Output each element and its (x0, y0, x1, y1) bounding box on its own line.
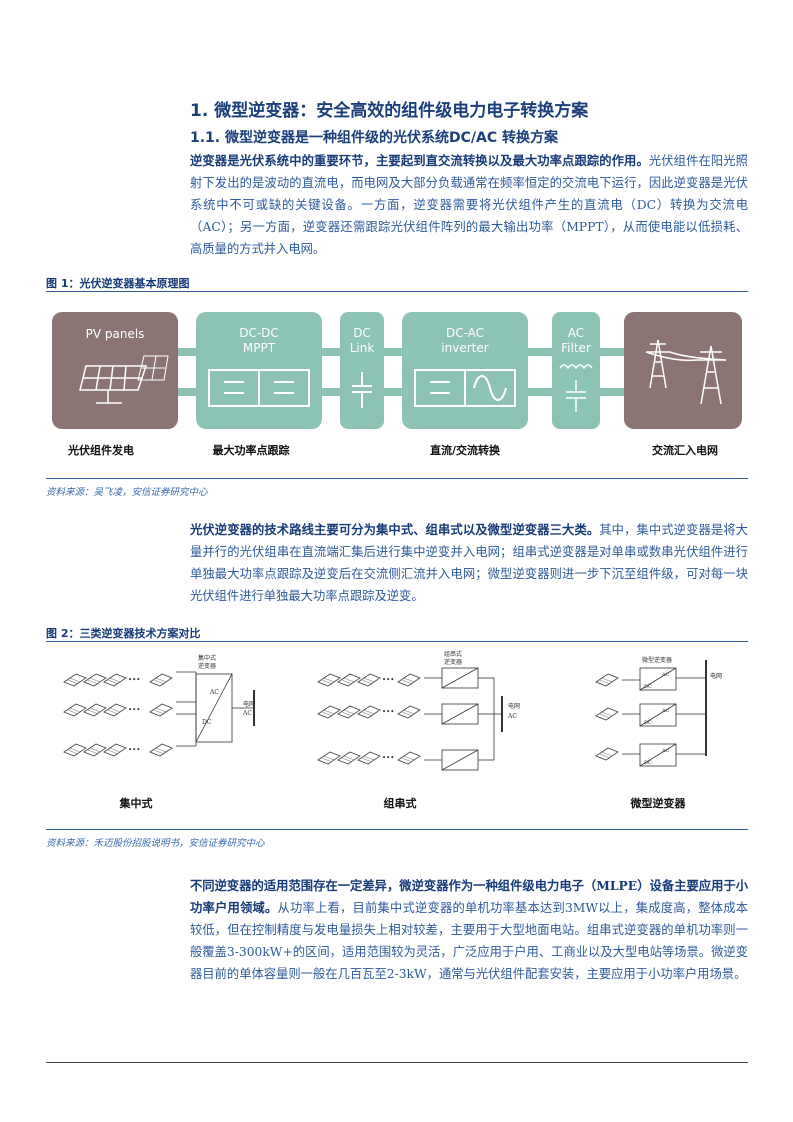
central-grid: 电网 (243, 700, 255, 708)
dcac-label: DC-AC (446, 326, 484, 340)
paragraph-1: 逆变器是光伏系统中的重要环节，主要起到直交流转换以及最大功率点跟踪的作用。光伏组… (190, 150, 748, 260)
dcdc-converter-icon (208, 369, 310, 407)
mppt-label: MPPT (243, 341, 276, 355)
figure-1-top-rule (46, 291, 748, 292)
string-dots-1: ••• (382, 676, 394, 684)
string-label-2: 逆变器 (444, 658, 462, 666)
paragraph-1-bold: 逆变器是光伏系统中的重要环节，主要起到直交流转换以及最大功率点跟踪的作用。 (190, 153, 649, 168)
figure-1-caption-mppt: 最大功率点跟踪 (212, 444, 290, 457)
figure-2-caption-string: 组串式 (383, 797, 417, 810)
paragraph-2-text: 其中，集中式逆变器是将大量并行的光伏组串在直流端汇集后进行集中逆变并入电网；组串… (190, 523, 748, 603)
micro-label: 微型逆变器 (642, 656, 672, 664)
figure-2-source: 资料来源：禾迈股份招股说明书，安信证券研究中心 (46, 838, 265, 849)
string-grid-ac: AC (507, 713, 517, 720)
panel-row-1 (63, 673, 173, 687)
figure-1-caption-grid: 交流汇入电网 (652, 444, 718, 457)
central-dots-2: ••• (128, 706, 140, 714)
figure-2-diagram: 集中式 逆变器 AC DC 电网 AC ••• ••• ••• 组串式 逆变器 … (63, 650, 722, 771)
figure-1-caption-pv: 光伏组件发电 (68, 444, 134, 457)
micro-panels (595, 673, 619, 761)
solar-panel-icon (79, 355, 169, 404)
power-tower-icon (645, 339, 727, 405)
figure-2-caption-central: 集中式 (119, 797, 153, 810)
grid-block (624, 312, 742, 429)
figure-1-diagram: PV panels DC-DC MPPT DC Link DC-AC inver… (52, 312, 742, 429)
figure-2-caption-micro: 微型逆变器 (630, 797, 686, 810)
figure-2-top-rule (46, 641, 748, 642)
paragraph-2: 光伏逆变器的技术路线主要可分为集中式、组串式以及微型逆变器三大类。其中，集中式逆… (190, 519, 748, 607)
paragraph-1-text: 光伏组件在阳光照射下发出的是波动的直流电，而电网及大部分负载通常在频率恒定的交流… (190, 154, 748, 256)
inverter-icon (414, 369, 516, 407)
central-label-2: 逆变器 (198, 662, 216, 670)
inverter-label: inverter (441, 341, 488, 355)
panel-row-2 (63, 703, 173, 717)
central-ac: AC (209, 689, 219, 696)
ac-filter-label-1: AC (568, 326, 584, 340)
pv-panels-block (52, 312, 178, 429)
paragraph-3-bold: 不同逆变器的适用范围存在一定差异，微逆变器作为一种组件级电力电子（MLPE）设备… (190, 878, 748, 915)
string-label-1: 组串式 (444, 650, 462, 658)
dc-link-label-2: Link (350, 341, 375, 355)
ac-filter-block (552, 312, 600, 429)
central-dots-3: ••• (128, 746, 140, 754)
figure-2-title: 图 2：三类逆变器技术方案对比 (46, 627, 201, 640)
pv-panels-label: PV panels (86, 327, 145, 341)
ac-filter-label-2: Filter (561, 341, 591, 355)
dcdc-label: DC-DC (239, 326, 279, 340)
central-inverter-diagram (63, 671, 255, 757)
string-dots-2: ••• (382, 708, 394, 716)
string-panels (317, 673, 421, 765)
micro-inverter-diagram (595, 660, 707, 767)
micro-grid: 电网 (710, 672, 722, 680)
figure-1-source: 资料来源：吴飞凌，安信证券研究中心 (46, 487, 208, 498)
dc-link-label-1: DC (353, 326, 371, 340)
footer-rule (46, 1062, 748, 1063)
micro-ac-3: AC (661, 748, 670, 754)
paragraph-2-bold: 光伏逆变器的技术路线主要可分为集中式、组串式以及微型逆变器三大类。 (190, 522, 600, 537)
capacitor-icon (352, 372, 372, 408)
micro-ac-2: AC (661, 708, 670, 714)
central-label-1: 集中式 (198, 654, 216, 662)
heading-1: 1. 微型逆变器：安全高效的组件级电力电子转换方案 (190, 101, 589, 121)
figure-1-bottom-rule (46, 478, 748, 479)
micro-dc-3: DC (644, 760, 652, 766)
inductor-capacitor-icon (559, 364, 593, 412)
central-dots-1: ••• (128, 676, 140, 684)
paragraph-3: 不同逆变器的适用范围存在一定差异，微逆变器作为一种组件级电力电子（MLPE）设备… (190, 875, 748, 985)
string-dots-3: ••• (382, 754, 394, 762)
micro-ac-1: AC (661, 672, 670, 678)
string-grid: 电网 (508, 702, 520, 710)
figure-1-caption-dcac: 直流/交流转换 (429, 444, 501, 457)
heading-2: 1.1. 微型逆变器是一种组件级的光伏系统DC/AC 转换方案 (190, 130, 558, 146)
paragraph-3-text: 从功率上看，目前集中式逆变器的单机功率基本达到3MW以上，集成度高，整体成本较低… (190, 901, 748, 981)
figure-2-bottom-rule (46, 829, 748, 830)
micro-dc-2: DC (644, 720, 652, 726)
string-inverter-diagram (317, 667, 503, 771)
panel-row-3 (63, 743, 173, 757)
dc-link-block (340, 312, 384, 429)
micro-dc-1: DC (644, 684, 652, 690)
central-dc: DC (202, 719, 212, 726)
figure-1-title: 图 1：光伏逆变器基本原理图 (46, 277, 190, 290)
central-grid-ac: AC (242, 710, 252, 717)
